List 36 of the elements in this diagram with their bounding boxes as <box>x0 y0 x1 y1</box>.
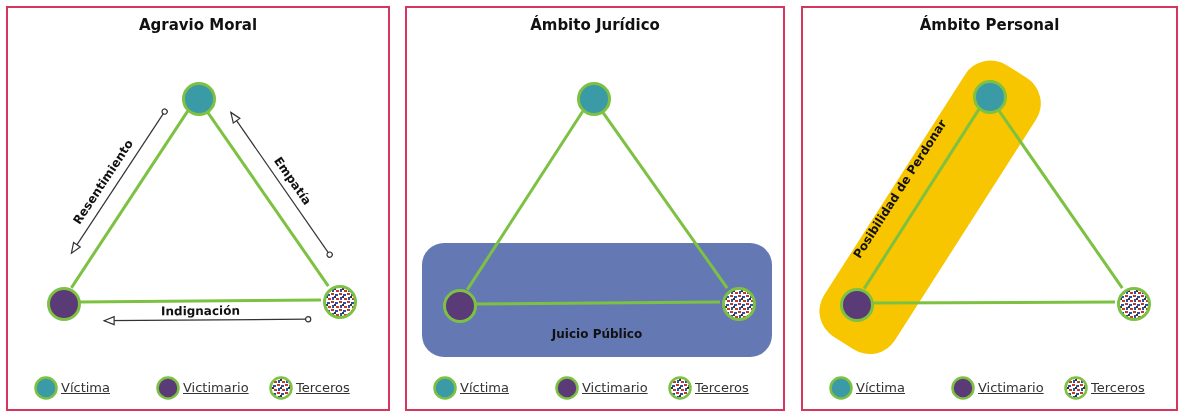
panel-heading: Ámbito Personal <box>919 16 1060 34</box>
legend-label: Víctima <box>61 380 110 396</box>
arrow <box>230 111 333 258</box>
connector-line <box>475 300 720 306</box>
legend-label: Victimario <box>978 380 1044 396</box>
panel-frame <box>6 6 390 411</box>
circle-node <box>577 82 611 116</box>
legend-label: Victimario <box>582 380 648 396</box>
legend-label: Víctima <box>856 380 905 396</box>
panel-heading: Ámbito Jurídico <box>530 16 660 34</box>
circle-node <box>722 287 756 321</box>
connector-line <box>872 300 1115 305</box>
connector-line <box>600 110 729 289</box>
circle-node <box>182 82 216 116</box>
connector-line <box>70 110 189 289</box>
legend-label: Terceros <box>296 380 350 396</box>
legend-label: Terceros <box>695 380 749 396</box>
band-label: Juicio Público <box>551 327 643 341</box>
highlight-band <box>422 243 772 357</box>
legend-label: Terceros <box>1091 380 1145 396</box>
connector-line <box>466 110 584 291</box>
legend-label: Victimario <box>183 380 249 396</box>
circle-node <box>443 289 477 323</box>
panel-frame <box>405 6 785 411</box>
connector-line <box>862 108 981 290</box>
arrow <box>70 108 168 254</box>
arrow <box>103 316 312 326</box>
panel-heading: Agravio Moral <box>138 16 258 34</box>
connector-line <box>79 298 321 304</box>
connector-line <box>996 108 1124 289</box>
circle-node <box>1117 287 1151 321</box>
circle-node <box>47 287 81 321</box>
legend-label: Víctima <box>460 380 509 396</box>
panel-frame <box>801 6 1178 411</box>
connector-line <box>205 110 330 287</box>
circle-node <box>323 285 357 319</box>
